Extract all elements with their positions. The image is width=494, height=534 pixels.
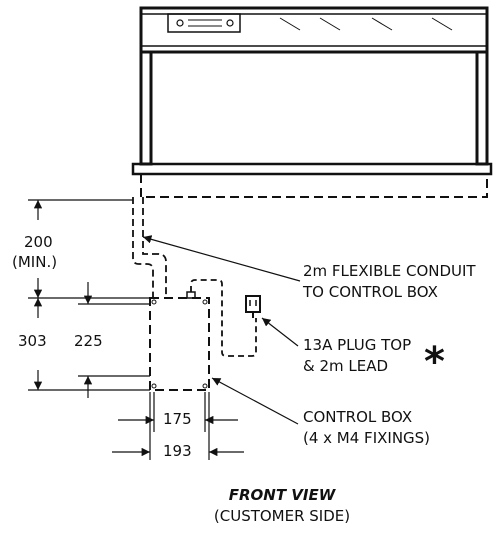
plug-label-line2: & 2m LEAD xyxy=(303,357,389,375)
conduit-label-line2: TO CONTROL BOX xyxy=(303,283,438,301)
display-cabinet xyxy=(131,6,493,198)
cabinet-top-canopy xyxy=(139,6,489,54)
right-post xyxy=(475,50,489,166)
indicator-icon xyxy=(176,19,184,27)
control-box-label-line2: (4 x M4 FIXINGS) xyxy=(303,429,431,447)
dim-193-label: 193 xyxy=(163,442,192,460)
dim-200-min-note: (MIN.) xyxy=(12,253,58,271)
conduit-label-line1: 2m FLEXIBLE CONDUIT xyxy=(303,262,476,280)
dim-175-label: 175 xyxy=(163,410,192,428)
flexible-conduit-inner xyxy=(142,197,167,298)
dimension-lines xyxy=(28,199,244,460)
left-post xyxy=(139,50,153,166)
counter-top xyxy=(131,162,493,176)
control-box xyxy=(149,291,210,391)
switch-icon xyxy=(226,19,234,27)
leader-lines xyxy=(142,235,301,425)
plug-icon xyxy=(245,295,261,318)
control-panel xyxy=(167,13,241,33)
view-title: FRONT VIEW xyxy=(228,486,336,504)
plug-label-line1: 13A PLUG TOP xyxy=(303,336,412,354)
hidden-well xyxy=(140,174,488,198)
asterisk-mark: * xyxy=(424,339,445,385)
power-lead xyxy=(190,279,257,357)
dim-200-label: 200 xyxy=(24,233,53,251)
dim-303-label: 303 xyxy=(18,332,47,350)
control-box-label-line1: CONTROL BOX xyxy=(303,408,413,426)
view-subtitle: (CUSTOMER SIDE) xyxy=(213,507,351,525)
dim-225-label: 225 xyxy=(74,332,103,350)
